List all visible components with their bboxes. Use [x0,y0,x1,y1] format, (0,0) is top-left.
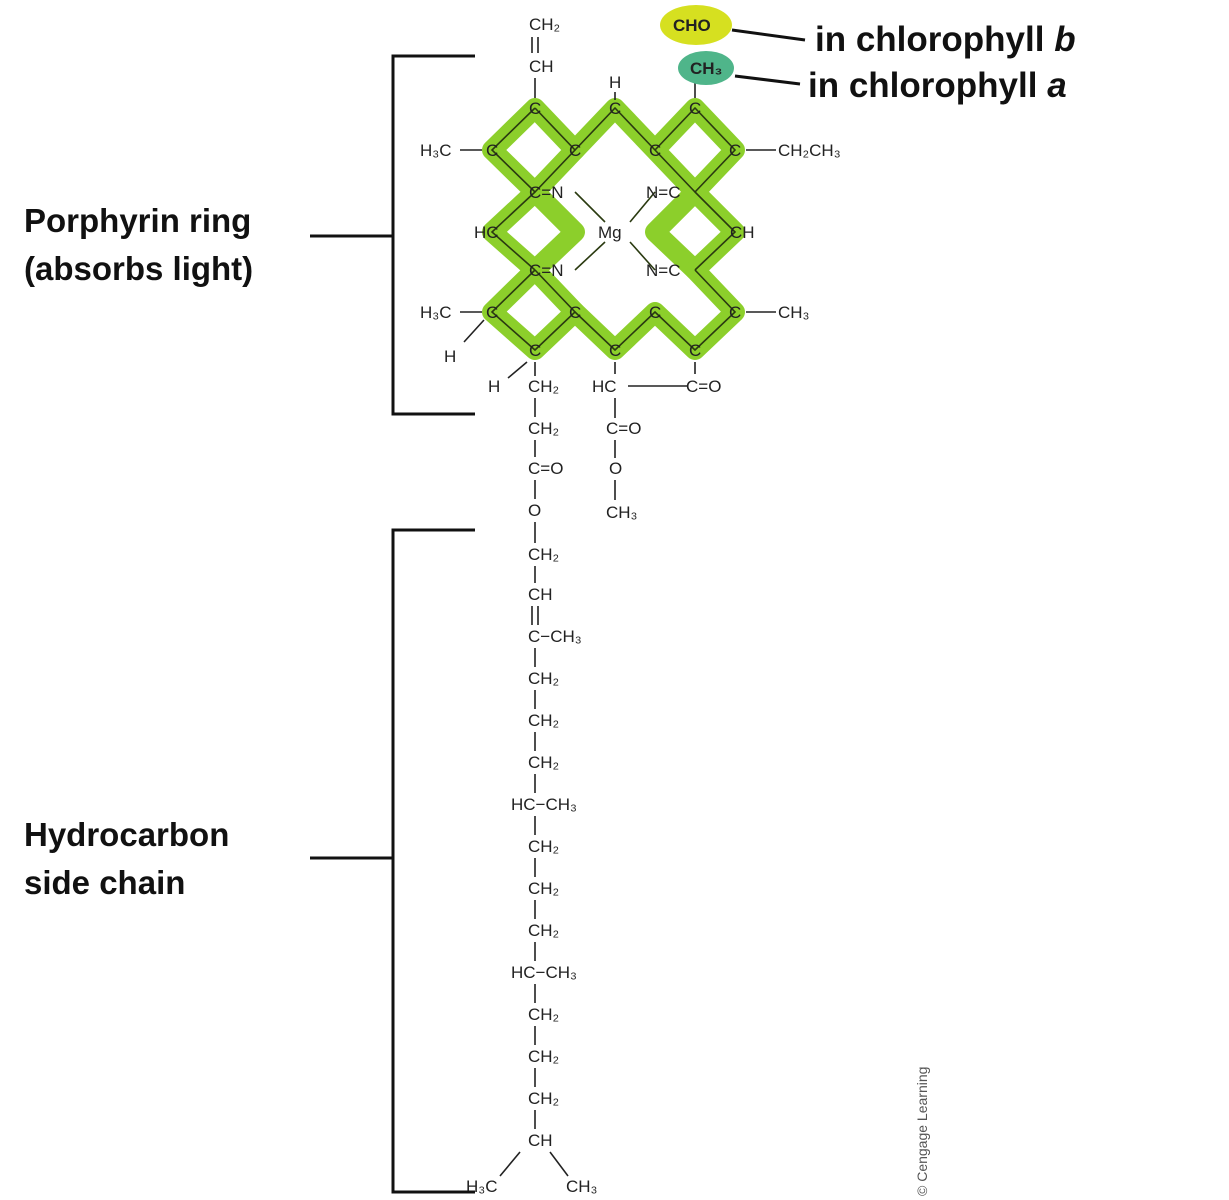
chain-group: CH₂ [528,879,559,898]
ring-carbon: C [529,99,541,118]
chlorophyll-a-label: in chlorophyll a [808,66,1067,105]
atom-top-ch: CH [529,57,554,76]
atom-top-ch2: CH₂ [529,15,560,34]
chain-group: CH [528,1131,553,1150]
hydrocarbon-label-line1: Hydrocarbon [24,816,229,853]
atom-ch3-ester: CH₃ [606,503,637,522]
ring-atoms: C C C C C C C C=N N=C C=N N=C C C C C C … [486,99,741,360]
chain-group: CH₂ [528,545,559,564]
ring-carbon: C [689,341,701,360]
atom-mg: Mg [598,223,622,242]
chain-group: CH₂ [528,753,559,772]
atom-h-top: H [609,73,621,92]
ring-carbon: C [649,303,661,322]
chain-group: HC−CH₃ [511,795,577,814]
porphyrin-label-line2: (absorbs light) [24,250,253,287]
ring-carbon: C [529,341,541,360]
ring-carbon: C [649,141,661,160]
cho-badge-label: CHO [673,16,711,35]
chain-group: CH₂ [528,1047,559,1066]
chain-terminal-group: CH₃ [566,1177,597,1196]
ch3-badge-label: CH₃ [690,59,722,78]
ch3-badge [678,51,734,85]
hydrocarbon-bracket: Hydrocarbon side chain [24,528,475,1194]
chlorophyll-b-callout: CHO in chlorophyll b [660,5,1076,59]
atom-h3c-upper: H₃C [420,141,451,160]
chain-group: C=O [528,459,563,478]
ring-carbon: C [486,141,498,160]
chain-group: C−CH₃ [528,627,582,646]
atom-o-ester: O [609,459,622,478]
ring-carbon: C [689,99,701,118]
chain-group: CH₂ [528,419,559,438]
atom-h-left2: H [488,377,500,396]
porphyrin-label-line1: Porphyrin ring [24,202,251,239]
chain-group: O [528,501,541,520]
chlorophyll-b-label: in chlorophyll b [815,20,1076,59]
ring-carbon: C [569,303,581,322]
chain-bond [549,1151,569,1177]
chain-group: CH₂ [528,669,559,688]
atom-h3c-lower: H₃C [420,303,451,322]
chain-group: CH₂ [528,921,559,940]
ring-carbon-nitrogen: C=N [529,183,563,202]
atom-ch3-right: CH₃ [778,303,809,322]
chain-bond [499,1151,521,1177]
atom-c-eq-o-ester: C=O [606,419,641,438]
porphyrin-ring [482,98,745,360]
chain-group: CH₂ [528,711,559,730]
ring-carbon: C [569,141,581,160]
chain-group: CH₂ [528,1005,559,1024]
ring-substituents: CH₂ CH H H₃C CH₂CH₃ Mg HC CH H₃C CH₃ H H… [420,15,841,522]
ring-carbon: C [609,341,621,360]
chain-group: CH₂ [528,377,559,396]
ring-carbon-nitrogen: C=N [529,261,563,280]
ring-carbon: C [729,303,741,322]
ring-carbon: C [486,303,498,322]
side-chain: CH₂ CH₂ C=O O CH₂ CH C−CH₃ CH₂ CH₂ CH₂ HC−CH₃ CH₂ CH… [466,362,597,1196]
chlorophyll-a-callout: CH₃ in chlorophyll a [678,51,1067,105]
chain-group: HC−CH₃ [511,963,577,982]
hydrocarbon-label-line2: side chain [24,864,185,901]
ring-nitrogen-carbon: N=C [646,183,680,202]
atom-ch-right: CH [730,223,755,242]
atom-ch2ch3: CH₂CH₃ [778,141,841,160]
ring-carbon: C [729,141,741,160]
cho-badge [660,5,732,45]
chain-group: CH₂ [528,837,559,856]
atom-c-eq-o-ring: C=O [686,377,721,396]
chain-group: CH₂ [528,1089,559,1108]
chain-group: CH [528,585,553,604]
ring-nitrogen-carbon: N=C [646,261,680,280]
ring-carbon: C [609,99,621,118]
porphyrin-bracket: Porphyrin ring (absorbs light) [24,54,475,416]
copyright-credit: © Cengage Learning [914,1067,930,1196]
atom-h-left1: H [444,347,456,366]
atom-hc-lower: HC [592,377,617,396]
atom-hc-left: HC [474,223,499,242]
